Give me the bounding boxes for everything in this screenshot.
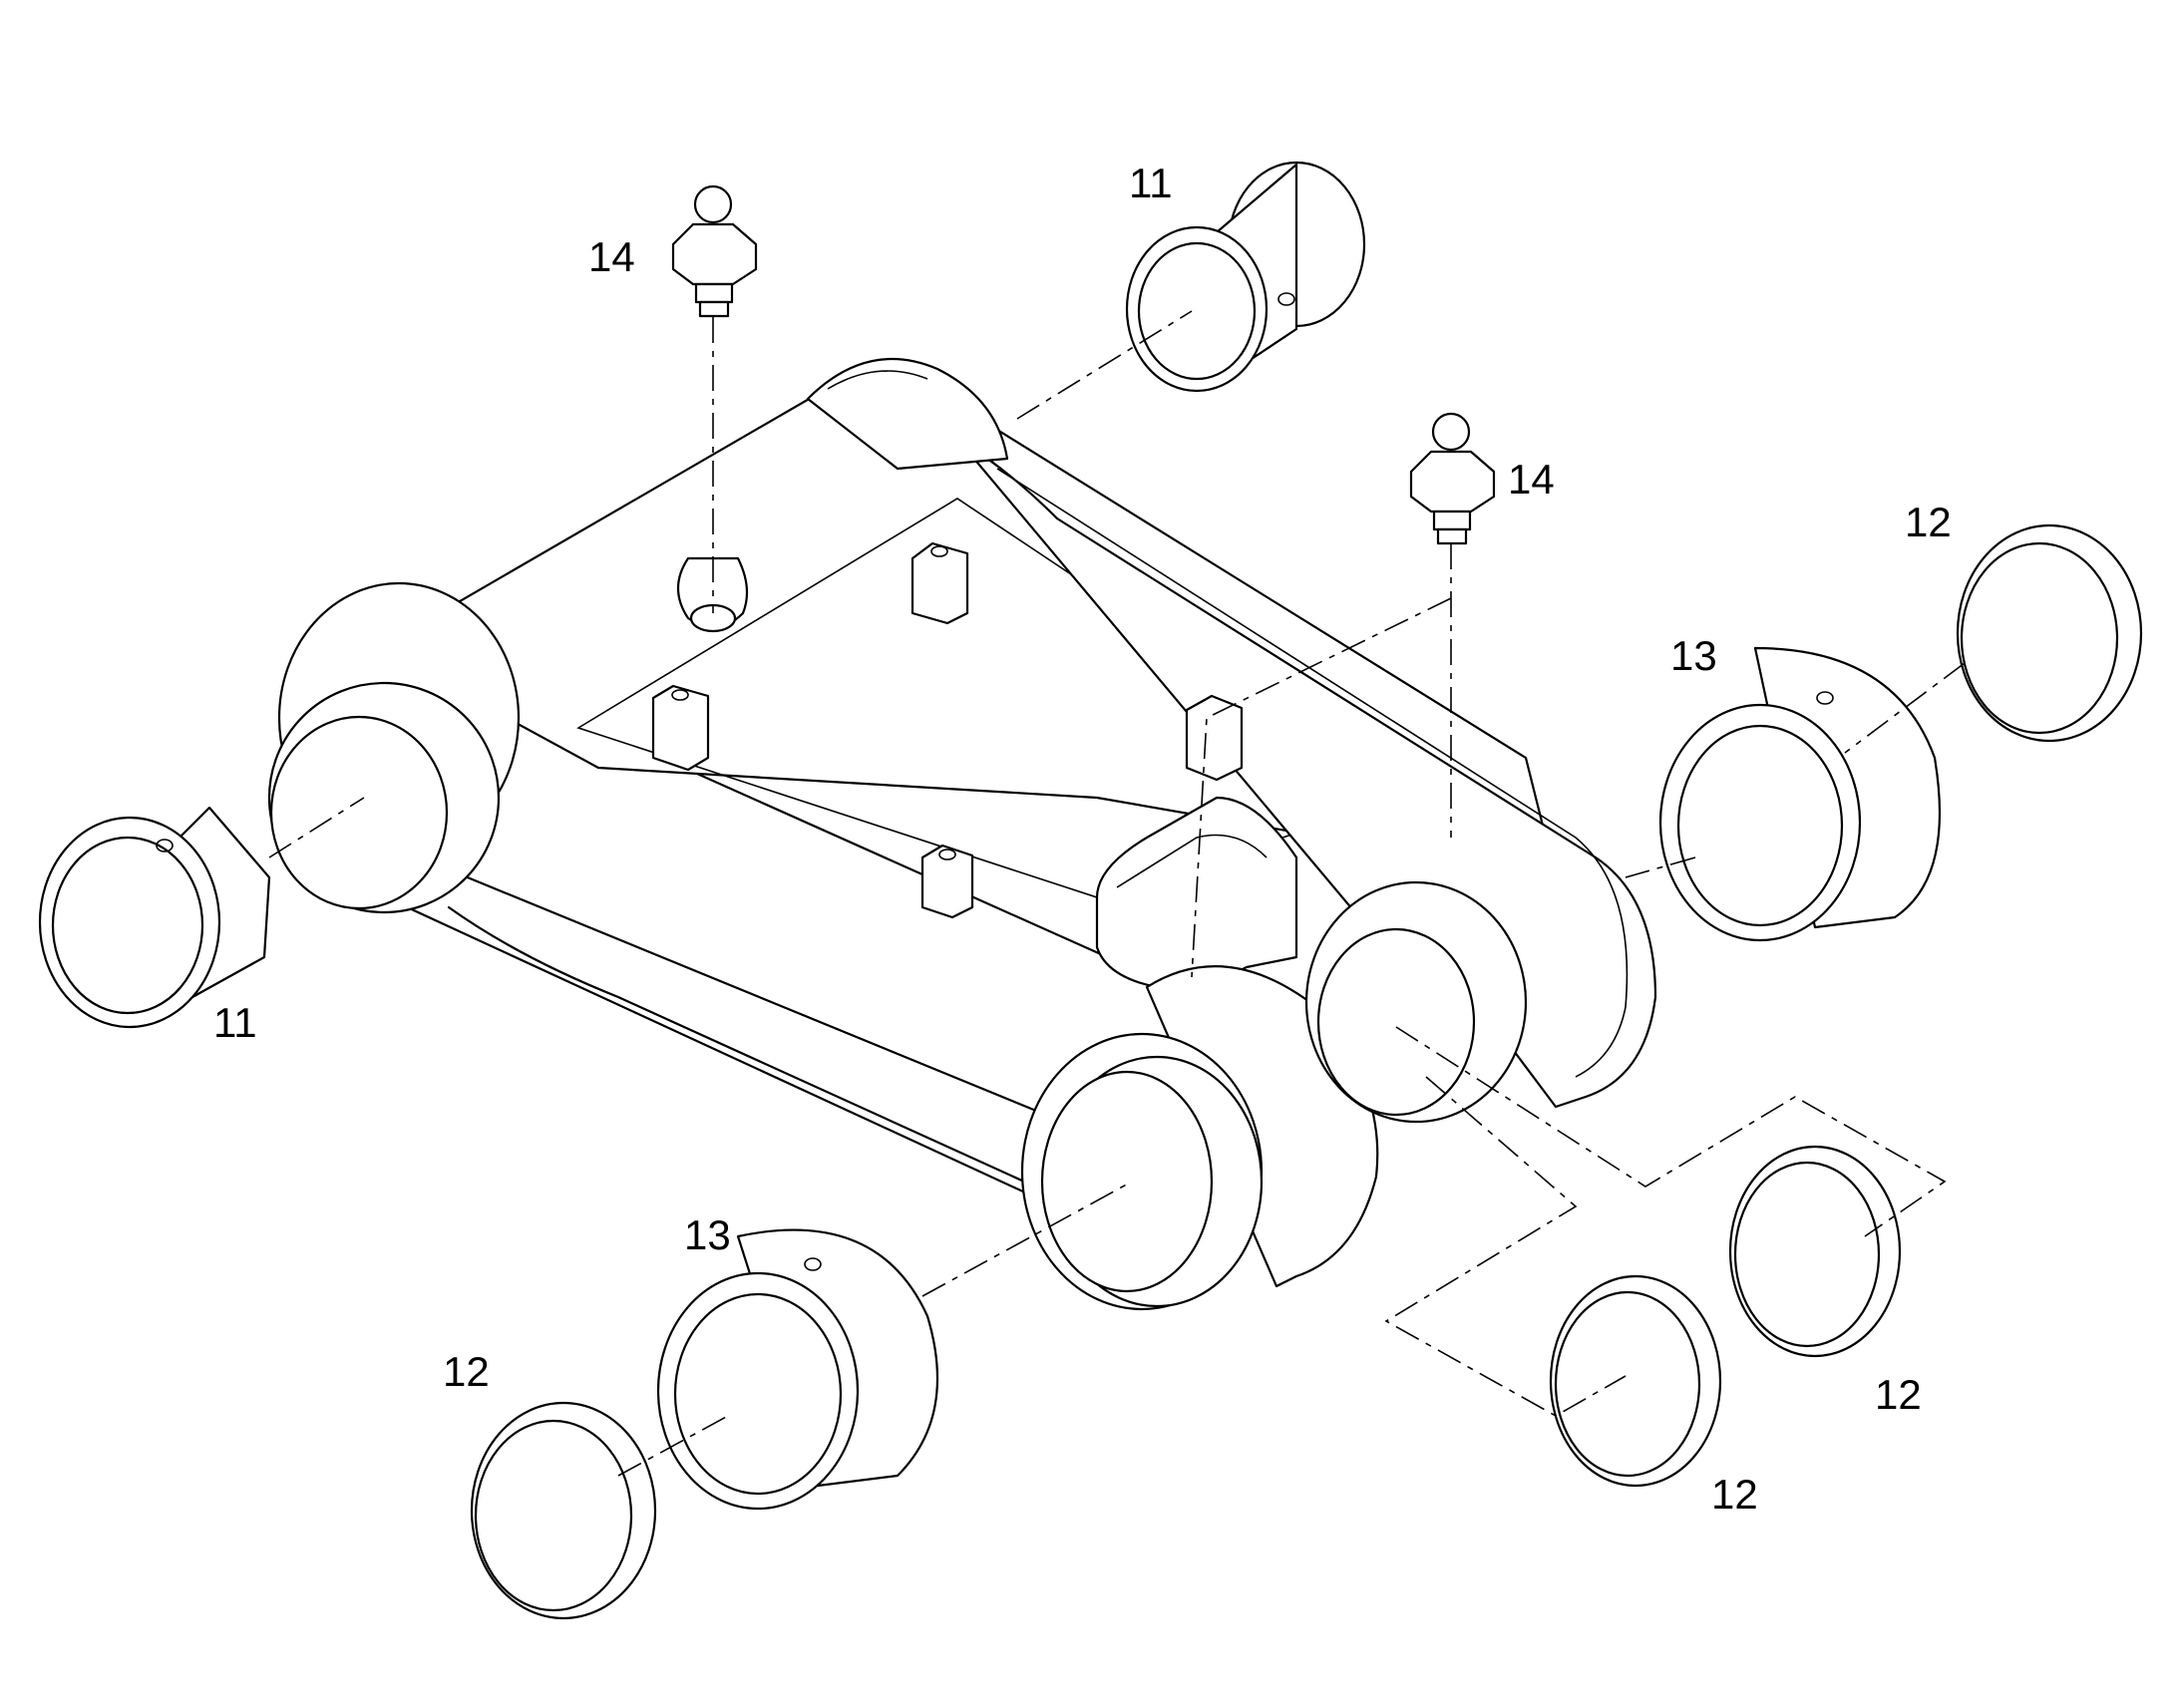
callout-12-bottomleft: 12 xyxy=(443,1348,490,1395)
front-bottom-boss xyxy=(1020,965,1379,1311)
callout-11-left: 11 xyxy=(213,999,257,1046)
callout-14-right: 14 xyxy=(1508,456,1555,503)
part-11-bushing-top xyxy=(1125,161,1366,393)
part-12-ring-bottomleft xyxy=(470,1401,657,1620)
callout-12-bottommid: 12 xyxy=(1711,1471,1758,1518)
part-11-bushing-left xyxy=(38,806,271,1029)
callout-12-topright: 12 xyxy=(1905,499,1952,545)
web-lugs xyxy=(651,541,1244,919)
assembly-centerlines xyxy=(268,310,1966,1477)
part-12-ring-bottomright xyxy=(1728,1145,1902,1358)
part-14-grease-fitting-right xyxy=(1409,412,1496,545)
callout-11-top: 11 xyxy=(1129,160,1173,206)
part-14-grease-fitting-left xyxy=(671,184,758,318)
part-12-ring-topright xyxy=(1956,523,2143,743)
part-13-bushing-bottom xyxy=(656,1228,939,1511)
callout-13-bottom: 13 xyxy=(684,1211,731,1258)
left-boss xyxy=(267,581,521,914)
callout-12-bottomright: 12 xyxy=(1875,1371,1922,1418)
top-rear-boss xyxy=(806,357,1009,471)
right-boss xyxy=(1304,880,1528,1124)
callout-13-right: 13 xyxy=(1670,632,1717,679)
part-12-ring-bottommid xyxy=(1549,1274,1722,1488)
callout-14-left: 14 xyxy=(588,233,635,280)
callout-labels: 11 11 14 14 12 13 13 12 12 12 xyxy=(213,160,1952,1518)
part-13-bushing-right xyxy=(1658,646,1941,942)
